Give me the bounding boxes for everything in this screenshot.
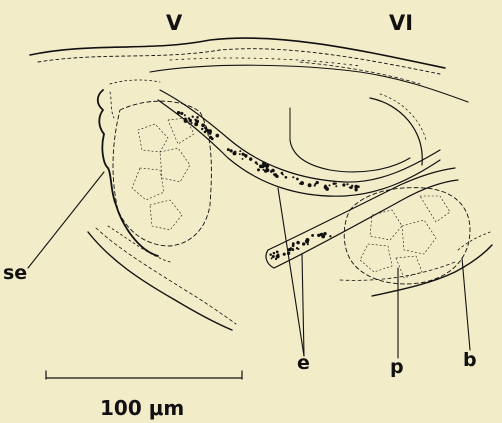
pigment-granule (215, 134, 219, 138)
label-section-v: V (166, 13, 182, 34)
pigment-granule (242, 158, 244, 160)
pigment-granule (351, 185, 353, 187)
label-p: p (390, 358, 404, 377)
label-b: b (463, 351, 477, 370)
label-se: se (3, 264, 27, 283)
pigment-granule (283, 253, 286, 256)
pigment-granule (346, 183, 348, 185)
pigment-granule (307, 243, 309, 245)
pigment-granule (257, 168, 260, 171)
pigment-granule (205, 128, 208, 131)
pigment-granule (227, 148, 230, 151)
pigment-granule (233, 151, 237, 155)
pigment-granule (185, 118, 187, 120)
pigment-granules (177, 111, 360, 191)
pigment-granule (349, 187, 351, 189)
pigment-granule (273, 252, 276, 255)
pigment-granule (296, 178, 299, 181)
pigment-granule (325, 187, 329, 191)
pigment-granule (239, 153, 241, 155)
pigment-granule (342, 183, 345, 186)
upper-epithelial-tube (158, 90, 440, 196)
pigment-granule (277, 256, 279, 258)
pigment-granule (299, 183, 301, 185)
pigment-granule (277, 253, 279, 255)
pigment-granule (308, 183, 312, 187)
pigment-granule (272, 255, 275, 258)
pigment-granule (288, 248, 291, 251)
pigment-granule (311, 234, 314, 237)
pigment-granule (184, 114, 186, 116)
pigment-granule (196, 116, 199, 119)
pigment-granule (208, 129, 212, 133)
pigment-granule (201, 128, 203, 130)
scale-bar (46, 371, 242, 379)
leader-line-se (28, 172, 104, 268)
pigment-granule (249, 157, 252, 160)
pigment-granules (269, 232, 331, 260)
inner-chamber (290, 94, 426, 172)
pigment-granule (296, 241, 300, 245)
pigment-granule (354, 188, 357, 191)
pigment-granule (191, 122, 193, 124)
pigment-granule (192, 116, 194, 118)
pigment-granule (239, 150, 241, 152)
outer-membrane (30, 38, 468, 102)
pigment-granule (300, 181, 304, 185)
pigment-granule (314, 184, 316, 186)
leader-lines (28, 172, 470, 358)
pigment-granule (281, 172, 284, 175)
pigment-granule (275, 258, 277, 260)
label-e: e (297, 354, 310, 373)
leader-line-e-lower (302, 254, 304, 356)
lower-left-tissue (88, 226, 236, 330)
scale-bar-label: 100 μm (100, 398, 184, 418)
pigment-granule (256, 163, 258, 165)
pigment-granule (244, 154, 247, 157)
pigment-granule (305, 240, 309, 244)
leader-line-b (462, 258, 470, 350)
pigment-granule (194, 122, 198, 126)
pigment-granule (271, 169, 275, 173)
pigment-granule (335, 185, 337, 187)
pigment-granule (320, 233, 324, 237)
pigment-granule (177, 111, 180, 114)
pigment-granule (262, 165, 265, 168)
pigment-granule (271, 257, 273, 259)
pigment-granule (329, 184, 331, 186)
pigment-granule (180, 112, 183, 115)
pigment-granule (209, 136, 212, 139)
pigment-granule (292, 244, 295, 247)
pigment-granule (357, 185, 360, 188)
pigment-granule (188, 117, 190, 119)
pigment-granule (316, 181, 319, 184)
pigment-granule (262, 169, 264, 171)
pigment-granule (333, 182, 335, 184)
pigment-granule (266, 167, 268, 169)
lower-epithelial-tube (266, 168, 458, 268)
pigment-granule (194, 119, 196, 121)
right-cell-mass (344, 188, 470, 284)
pigment-granule (230, 149, 233, 152)
sensory-epithelium-edge (98, 90, 158, 256)
pigment-granule (285, 176, 288, 179)
pigment-granule (324, 184, 326, 186)
pigment-granule (302, 242, 305, 245)
pigment-granule (329, 235, 331, 237)
pigment-granule (323, 232, 326, 235)
pigment-granule (292, 176, 294, 178)
pigment-granule (298, 248, 300, 250)
label-section-vi: VI (389, 13, 413, 34)
pigment-granule (276, 251, 279, 254)
pigment-granule (264, 169, 267, 172)
pigment-granule (269, 253, 272, 256)
pigment-granule (201, 123, 205, 127)
pigment-granule (273, 173, 275, 175)
leader-line-e-upper (278, 188, 304, 356)
